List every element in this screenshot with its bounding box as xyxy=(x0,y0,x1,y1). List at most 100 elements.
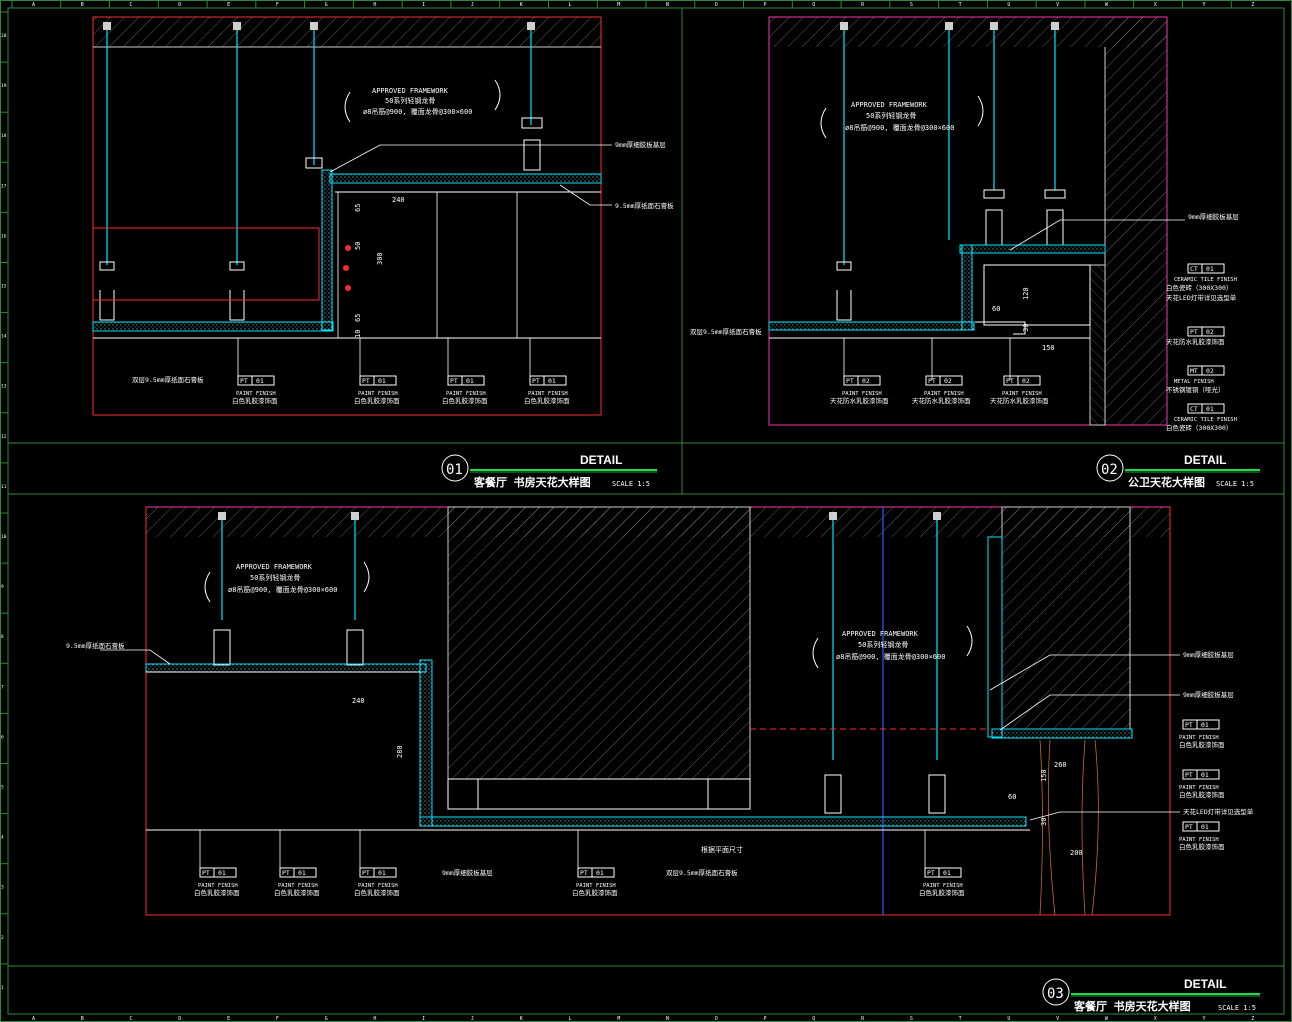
panel2-dim-3: 60 xyxy=(992,305,1000,313)
panel3-note-double: 双层9.5mm厚纸面石膏板 xyxy=(666,868,738,877)
panel3-main-board xyxy=(419,816,1027,827)
ruler-letter: S xyxy=(910,2,913,8)
tag-finish-cn: 白色乳胶漆饰面 xyxy=(442,396,488,405)
panel3-wall xyxy=(1001,506,1131,730)
ruler-number: 14 xyxy=(1,334,7,340)
ruler-letter: Q xyxy=(812,2,815,8)
tag-number: 01 xyxy=(378,869,386,877)
detail-panel-03[interactable]: APPROVED FRAMEWORK 50系列轻钢龙骨 ø8吊筋@900, 覆面… xyxy=(66,506,1260,1013)
tag-number: 01 xyxy=(218,869,226,877)
ruler-letter: E xyxy=(227,1016,230,1022)
svg-text:03: 03 xyxy=(1047,986,1064,1002)
tag-number: 01 xyxy=(1206,265,1214,273)
panel2-light-box xyxy=(983,264,1091,326)
panel1-high-board xyxy=(329,173,602,184)
tag-number: 01 xyxy=(1206,405,1214,413)
ruler-letter: P xyxy=(764,1016,767,1022)
detail-panel-01[interactable]: APPROVED FRAMEWORK 50系列轻钢龙骨 ø8吊筋@900, 覆面… xyxy=(92,16,674,489)
panel-borders xyxy=(8,8,1284,967)
tag-code: PT xyxy=(1190,328,1198,336)
panel2-note-double: 双层9.5mm厚纸面石膏板 xyxy=(690,327,762,336)
ruler-number: 15 xyxy=(1,284,7,290)
panel1-dim-6: 10 xyxy=(354,330,362,338)
tag-code: MT xyxy=(1190,367,1198,375)
tag-finish-en: PAINT FINISH xyxy=(358,391,398,397)
ruler-number: 16 xyxy=(1,233,7,239)
tag-finish-cn: 白色乳胶漆饰面 xyxy=(1179,740,1225,749)
ruler-number: 11 xyxy=(1,484,7,490)
svg-text:ø8吊筋@900, 覆面龙骨@300×600: ø8吊筋@900, 覆面龙骨@300×600 xyxy=(836,652,945,661)
svg-text:02: 02 xyxy=(1101,462,1118,478)
tag-number: 02 xyxy=(944,377,952,385)
ruler-letter: J xyxy=(471,2,474,8)
tag-finish-cn: 白色乳胶漆饰面 xyxy=(572,888,618,897)
ruler-number: 3 xyxy=(1,885,4,891)
ruler-letter: G xyxy=(325,2,328,8)
panel1-drop-board xyxy=(321,169,333,331)
tag-code: PT xyxy=(846,377,854,385)
panel2-note-plywood: 9mm厚细胶板基层 xyxy=(1188,212,1239,221)
tag-code: CT xyxy=(1190,265,1198,273)
ruler-letter: N xyxy=(666,1016,669,1022)
ruler-letter: R xyxy=(861,1016,865,1022)
tag-finish-cn: 白色乳胶漆饰面 xyxy=(194,888,240,897)
ruler-letter: L xyxy=(568,1016,571,1022)
tag-number: 02 xyxy=(1206,367,1214,375)
tag-finish-en: PAINT FINISH xyxy=(278,883,318,889)
panel1-red-marks xyxy=(343,245,351,291)
svg-text:DETAIL: DETAIL xyxy=(1184,453,1226,467)
tag-finish-en: PAINT FINISH xyxy=(1002,391,1042,397)
tag-number: 02 xyxy=(1206,328,1214,336)
panel2-dim-1: 120 xyxy=(1022,287,1030,300)
tag-finish-en: PAINT FINISH xyxy=(1179,735,1219,741)
tag-code: PT xyxy=(1185,823,1193,831)
tag-finish-en: PAINT FINISH xyxy=(198,883,238,889)
panel2-slab xyxy=(769,17,1167,47)
tag-number: 01 xyxy=(596,869,604,877)
panel2-wall xyxy=(1105,17,1167,425)
tag-finish-cn: 天花LED灯带详见选型单 xyxy=(1166,293,1237,302)
panel2-hangers xyxy=(843,25,1056,265)
panel1-note-gypsum: 9.5mm厚纸面石膏板 xyxy=(615,201,674,210)
ruler-letter: W xyxy=(1105,2,1109,8)
panel3-dim-2: 280 xyxy=(396,745,404,758)
ruler-letter: Z xyxy=(1251,1016,1254,1022)
ruler-letter: Z xyxy=(1251,2,1254,8)
svg-text:ø8吊筋@900, 覆面龙骨@300×600: ø8吊筋@900, 覆面龙骨@300×600 xyxy=(228,585,337,594)
tag-finish-cn: 天花防水乳胶漆饰面 xyxy=(830,396,889,405)
svg-text:DETAIL: DETAIL xyxy=(580,453,622,467)
tag-code: PT xyxy=(282,869,290,877)
panel1-dim-2: 65 xyxy=(354,204,362,212)
ruler-letter: D xyxy=(178,1016,181,1022)
ruler-letter: P xyxy=(764,2,767,8)
panel3-dim-1: 240 xyxy=(352,697,365,705)
tag-finish-cn: 天花防水乳胶漆饰面 xyxy=(990,396,1049,405)
svg-text:50系列轻钢龙骨: 50系列轻钢龙骨 xyxy=(866,111,916,120)
detail-panel-02[interactable]: APPROVED FRAMEWORK 50系列轻钢龙骨 ø8吊筋@900, 覆面… xyxy=(690,16,1260,489)
svg-text:APPROVED FRAMEWORK: APPROVED FRAMEWORK xyxy=(842,630,919,638)
panel3-left-board xyxy=(145,663,427,673)
tag-finish-cn: 白色乳胶漆饰面 xyxy=(274,888,320,897)
panel2-high-board xyxy=(959,244,1106,254)
tag-code: PT xyxy=(240,377,248,385)
panel3-note-plywood3: 9mm厚细胶板基层 xyxy=(1183,690,1234,699)
ruler-letter: M xyxy=(617,2,620,8)
tag-finish-en: PAINT FINISH xyxy=(1179,837,1219,843)
panel1-low-board xyxy=(92,321,334,332)
ruler-number: 19 xyxy=(1,83,7,89)
tag-number: 01 xyxy=(256,377,264,385)
tag-number: 01 xyxy=(298,869,306,877)
panel1-note-plywood: 9mm厚细胶板基层 xyxy=(615,140,666,149)
svg-text:50系列轻钢龙骨: 50系列轻钢龙骨 xyxy=(250,573,300,582)
